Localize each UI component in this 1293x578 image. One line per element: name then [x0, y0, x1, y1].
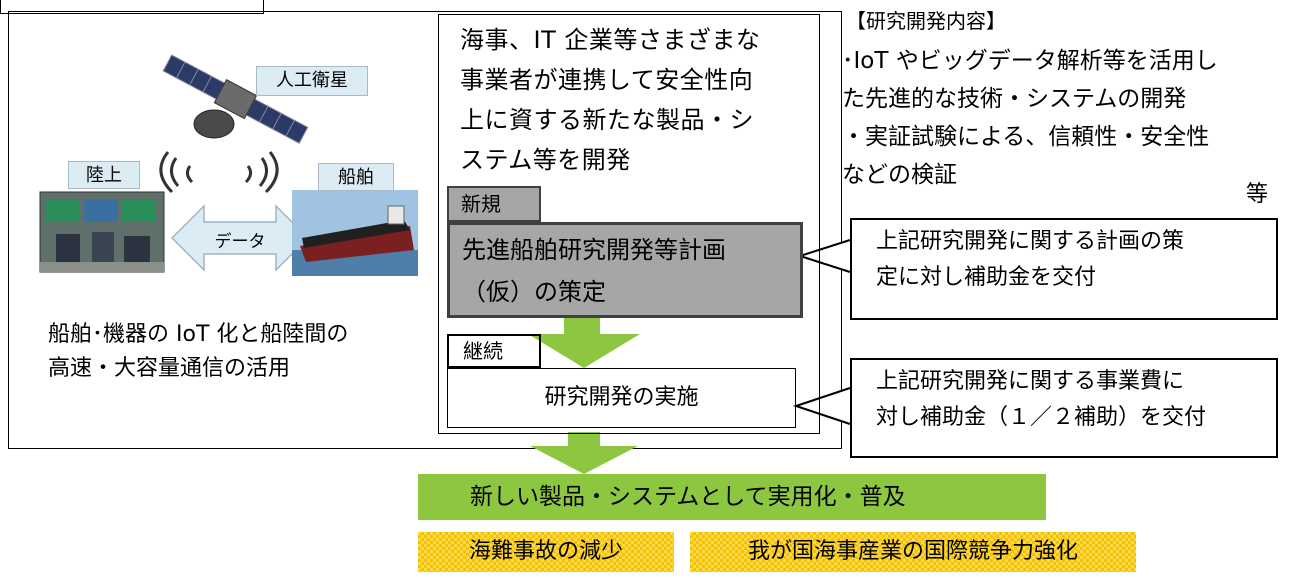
- land-label: 陸上: [68, 161, 140, 189]
- data-label: データ: [214, 232, 266, 252]
- top-frame-stub: [0, 0, 264, 14]
- ship-label: 船舶: [318, 163, 394, 191]
- left-caption: 船舶･機器の IoT 化と船陸間の 高速・大容量通信の活用: [48, 322, 349, 381]
- callout-plan-subsidy: 上記研究開発に関する計画の策 定に対し補助金を交付: [850, 218, 1278, 320]
- outcome-accident-reduction: 海難事故の減少: [418, 532, 674, 572]
- callout-cost-subsidy: 上記研究開発に関する事業費に 対し補助金（１／２補助）を交付: [850, 358, 1278, 458]
- down-arrow-icon: [530, 432, 638, 474]
- satellite-icon: [162, 54, 309, 144]
- result-bar: 新しい製品・システムとして実用化・普及: [418, 474, 1046, 520]
- down-arrow-icon: [528, 318, 640, 368]
- satellite-label: 人工衛星: [256, 66, 368, 96]
- continue-tag: 継続: [447, 334, 541, 368]
- ship-icon: [292, 190, 418, 276]
- outer-frame: [8, 11, 842, 449]
- center-panel: [438, 14, 820, 434]
- new-tag: 新規: [447, 186, 541, 222]
- plan-box: 先進船舶研究開発等計画 （仮）の策定: [447, 222, 803, 318]
- rd-content-header: 【研究開発内容】: [846, 9, 1006, 33]
- outcome-competitiveness: 我が国海事産業の国際競争力強化: [690, 532, 1136, 572]
- control-room-icon: [39, 191, 165, 273]
- implementation-box: 研究開発の実施: [447, 368, 796, 428]
- rd-content-items: ･IoT やビッグデータ解析等を活用し た先進的な技術・システムの開発 ・実証試…: [842, 48, 1218, 188]
- signal-wave-icon: [159, 151, 279, 194]
- callout-pointer-cost: [792, 387, 851, 425]
- rd-content-etc: 等: [1246, 182, 1269, 207]
- center-intro-text: 海事、IT 企業等さまざまな 事業者が連携して安全性向 上に資する新たな製品・シ…: [460, 26, 761, 174]
